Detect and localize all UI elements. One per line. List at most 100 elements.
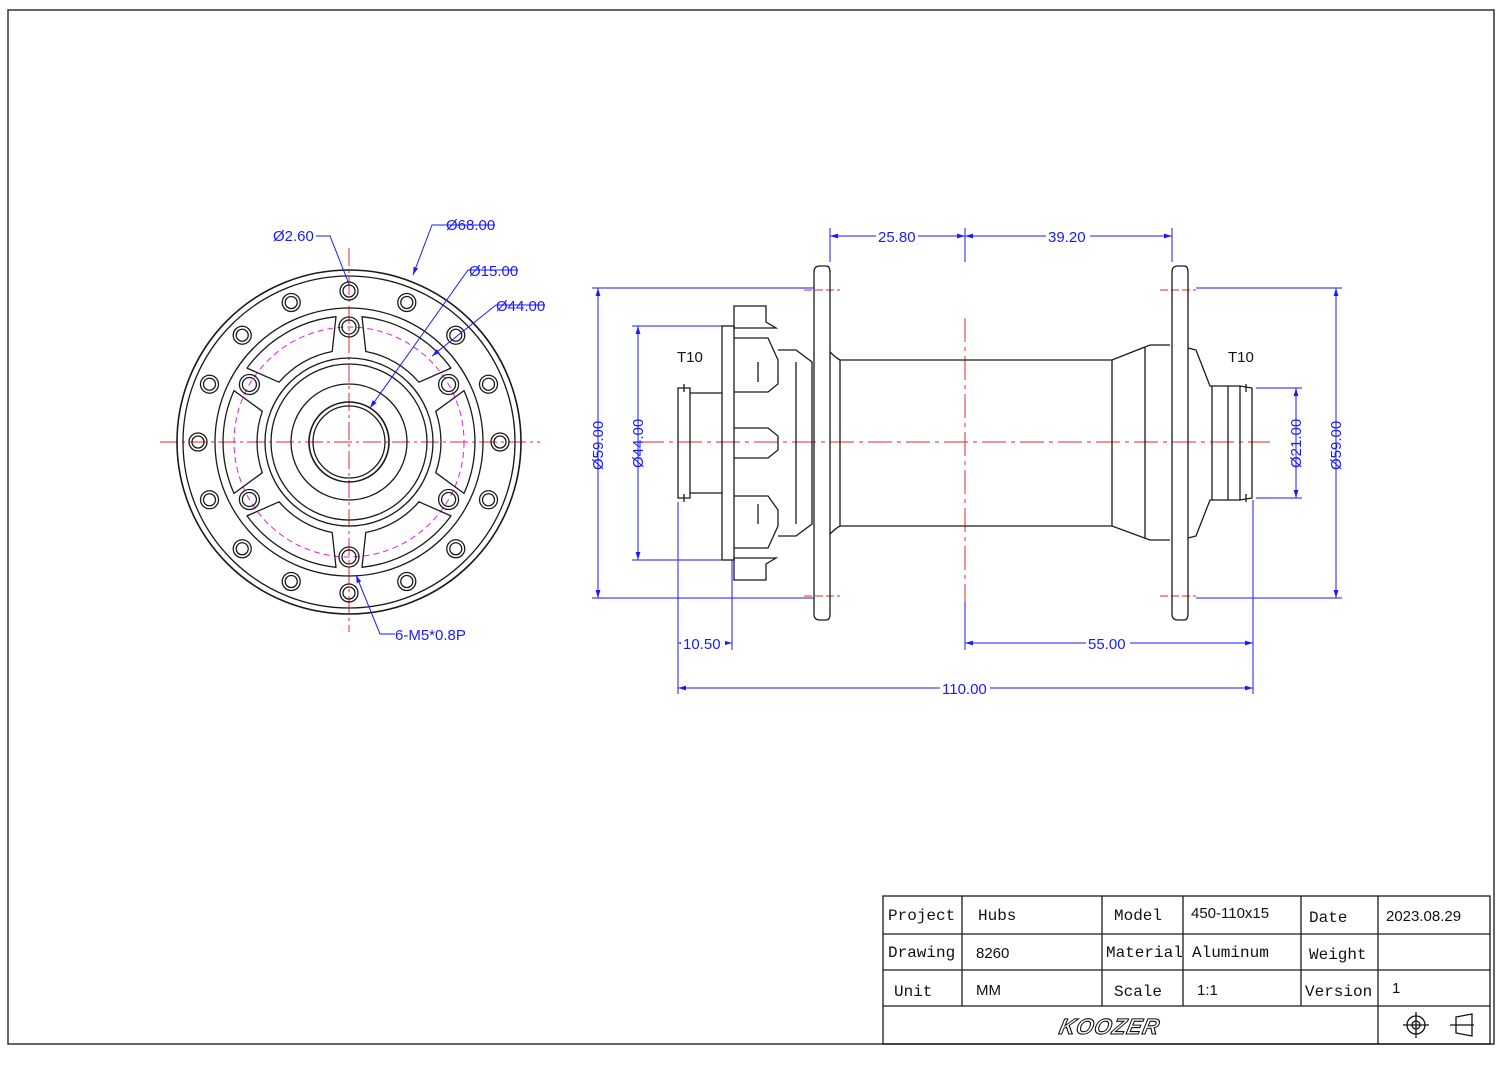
spoke-hole-inner bbox=[481, 377, 496, 391]
outer-rim-inner bbox=[182, 275, 516, 609]
tb-date-label: Date bbox=[1309, 909, 1347, 927]
tb-model-value: 450-110x15 bbox=[1191, 905, 1269, 922]
spoke-hole-inner bbox=[493, 435, 507, 449]
title-block bbox=[882, 895, 1491, 1045]
lightening-pockets bbox=[222, 316, 476, 568]
left-flange bbox=[813, 265, 831, 621]
spoke-hole-inner bbox=[400, 574, 414, 589]
bolt-hole bbox=[238, 488, 261, 511]
right-end-cap bbox=[1239, 385, 1253, 501]
spoke-hole-inner bbox=[342, 586, 356, 600]
front-view bbox=[160, 248, 540, 632]
bolt-hole bbox=[338, 316, 360, 338]
drawing-frame bbox=[7, 9, 1495, 1045]
spoke-hole bbox=[232, 539, 252, 559]
spoke-hole-inner bbox=[400, 295, 414, 310]
disc-mount-upper bbox=[733, 305, 779, 329]
tb-drawing-label: Drawing bbox=[888, 944, 955, 962]
lightening-pocket bbox=[246, 316, 337, 383]
spoke-hole bbox=[188, 432, 208, 452]
disc-mount-lower bbox=[733, 557, 779, 581]
spoke-hole-inner bbox=[449, 542, 463, 556]
bolt-hole bbox=[238, 373, 261, 396]
spoke-hole bbox=[446, 325, 466, 345]
left-end-cap bbox=[677, 387, 691, 499]
flange-hole-center-lines bbox=[804, 289, 1196, 597]
tb-version-value: 1 bbox=[1392, 980, 1400, 997]
spoke-hole-inner bbox=[284, 295, 298, 310]
tb-date-value: 2023.08.29 bbox=[1386, 908, 1461, 925]
spoke-hole bbox=[281, 292, 301, 313]
hub-ring-outer bbox=[264, 357, 434, 527]
spoke-hole bbox=[490, 432, 510, 452]
bolt-hole-thread bbox=[440, 376, 457, 393]
tb-drawing-value: 8260 bbox=[976, 945, 1009, 962]
spoke-hole-inner bbox=[342, 284, 356, 298]
bolt-hole bbox=[338, 546, 360, 568]
spoke-hole bbox=[397, 292, 417, 313]
spoke-hole-inner bbox=[449, 328, 463, 342]
dim-bolt-circle-diameter: Ø44.00 bbox=[496, 298, 545, 315]
dim-total-width: 110.00 bbox=[942, 681, 987, 698]
spoke-hole bbox=[478, 490, 499, 510]
tb-version-label: Version bbox=[1305, 983, 1372, 1001]
tb-weight-label: Weight bbox=[1309, 946, 1367, 964]
side-view-dimensions bbox=[592, 228, 1342, 694]
left-end-label: T10 bbox=[677, 349, 703, 366]
bolt-hole-thread bbox=[341, 319, 357, 335]
tb-unit-label: Unit bbox=[894, 983, 932, 1001]
bolt-hole-thread bbox=[241, 376, 258, 393]
dim-flange-diameter-right: Ø59.00 bbox=[1328, 421, 1345, 470]
dim-flange-right: 39.20 bbox=[1048, 229, 1086, 246]
bolt-hole-thread bbox=[241, 491, 258, 508]
lightening-pocket bbox=[222, 389, 263, 495]
spoke-hole-inner bbox=[202, 493, 217, 507]
dim-outer-diameter: Ø68.00 bbox=[446, 217, 495, 234]
koozer-logo: KOOZER bbox=[1057, 1014, 1162, 1039]
lightening-pocket bbox=[361, 316, 452, 383]
bolt-hole-thread bbox=[341, 549, 357, 565]
bolt-hole-thread bbox=[440, 491, 457, 508]
spoke-hole bbox=[199, 490, 220, 510]
spoke-hole-inner bbox=[202, 377, 217, 391]
side-view bbox=[640, 265, 1270, 621]
dim-disc-offset: 10.50 bbox=[683, 636, 721, 653]
dim-end-diameter: Ø21.00 bbox=[1288, 419, 1305, 468]
dim-bore-diameter: Ø15.00 bbox=[469, 263, 518, 280]
spoke-hole bbox=[339, 583, 359, 603]
right-flange bbox=[1171, 265, 1189, 621]
spoke-hole bbox=[232, 325, 252, 345]
spoke-hole bbox=[478, 374, 499, 394]
spoke-hole-inner bbox=[235, 542, 249, 556]
lightening-pocket bbox=[246, 501, 337, 568]
spoke-hole bbox=[281, 571, 301, 592]
bolt-pitch-circle bbox=[233, 326, 465, 558]
spoke-hole-inner bbox=[235, 328, 249, 342]
hub-ring-2 bbox=[270, 363, 428, 521]
tb-project-value: Hubs bbox=[978, 907, 1016, 925]
dim-flange-left: 25.80 bbox=[878, 229, 916, 246]
spoke-hole-inner bbox=[284, 574, 298, 589]
tb-model-label: Model bbox=[1114, 907, 1162, 925]
disc-mount-plate bbox=[721, 325, 735, 561]
tb-project-label: Project bbox=[888, 907, 955, 925]
dim-disc-diameter: Ø44.00 bbox=[630, 419, 647, 468]
spoke-hole bbox=[339, 281, 359, 301]
bolt-hole bbox=[437, 488, 460, 511]
hub-ring-3 bbox=[290, 383, 408, 501]
outer-rim bbox=[176, 269, 522, 615]
spoke-hole bbox=[446, 539, 466, 559]
tb-scale-value: 1:1 bbox=[1197, 982, 1218, 999]
tb-material-label: Material bbox=[1106, 944, 1183, 962]
dim-half-width: 55.00 bbox=[1088, 636, 1126, 653]
dim-flange-diameter-left: Ø59.00 bbox=[590, 421, 607, 470]
bolt-holes bbox=[238, 316, 460, 568]
spoke-holes bbox=[188, 281, 510, 603]
lightening-pocket bbox=[361, 501, 452, 568]
spoke-hole-inner bbox=[481, 493, 496, 507]
dim-thread-spec: 6-M5*0.8P bbox=[395, 627, 466, 644]
hub-shell-bottom bbox=[829, 525, 1170, 541]
dim-hole-diameter: Ø2.60 bbox=[273, 228, 314, 245]
lightening-pocket bbox=[435, 389, 476, 495]
